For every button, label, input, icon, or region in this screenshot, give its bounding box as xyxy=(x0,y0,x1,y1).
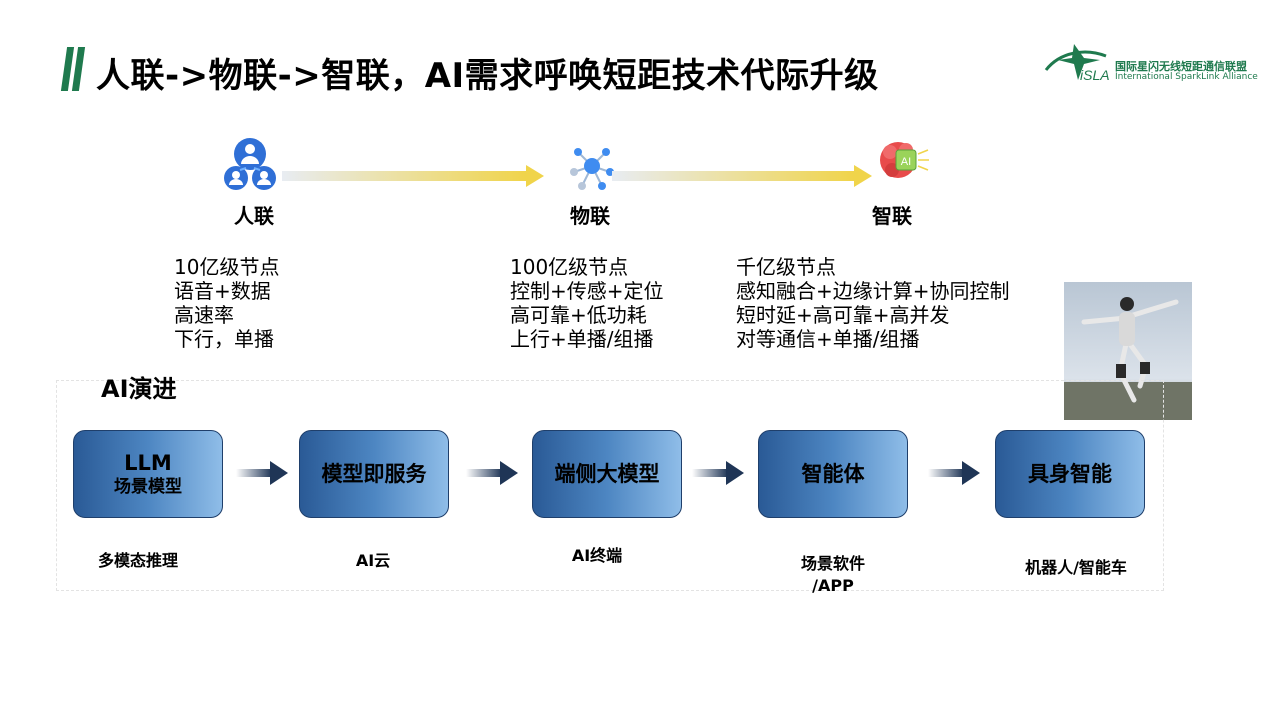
caption-line: AI云 xyxy=(355,551,391,570)
stage-label-people: 人联 xyxy=(234,204,274,228)
stage-desc-people: 10亿级节点 语音+数据 高速率 下行，单播 xyxy=(174,255,279,351)
stage-desc-iot: 100亿级节点 控制+传感+定位 高可靠+低功耗 上行+单播/组播 xyxy=(510,255,664,351)
caption-line: 场景软件 xyxy=(800,554,865,573)
stage-label-ai: 智联 xyxy=(872,204,912,228)
step-edge-model-box: 端侧大模型 xyxy=(532,430,682,518)
step-llm-line2: 场景模型 xyxy=(114,477,182,497)
step-edge-model-caption: AI终端 xyxy=(532,545,662,567)
step-embodied-caption: 机器人/智能车 xyxy=(1006,557,1146,579)
step-maas-label: 模型即服务 xyxy=(321,462,427,486)
desc-line: 千亿级节点 xyxy=(736,255,836,279)
svg-text:AI: AI xyxy=(901,156,911,168)
logo-name-en: International SparkLink Alliance xyxy=(1115,72,1258,82)
desc-line: 对等通信+单播/组播 xyxy=(736,327,920,351)
step-llm-caption: 多模态推理 xyxy=(73,550,203,572)
desc-line: 100亿级节点 xyxy=(510,255,629,279)
desc-line: 高速率 xyxy=(174,303,234,327)
desc-line: 控制+传感+定位 xyxy=(510,279,664,303)
caption-line: AI终端 xyxy=(571,546,623,565)
people-network-icon xyxy=(224,138,276,190)
desc-line: 10亿级节点 xyxy=(174,255,280,279)
step-agent-caption: 场景软件 /APP xyxy=(768,553,898,597)
flow-arrow-4 xyxy=(928,461,980,485)
caption-line: /APP xyxy=(812,576,854,595)
ai-brain-icon: AI xyxy=(880,142,929,178)
stage-label-iot: 物联 xyxy=(570,204,610,228)
step-agent-label: 智能体 xyxy=(801,462,865,486)
ai-evolution-frame xyxy=(56,380,1164,591)
ai-evolution-title: AI演进 xyxy=(101,375,177,403)
step-embodied-box: 具身智能 xyxy=(995,430,1145,518)
stage-arrow-2 xyxy=(612,165,872,187)
desc-line: 上行+单播/组播 xyxy=(510,327,654,351)
desc-line: 语音+数据 xyxy=(174,279,271,303)
desc-line: 高可靠+低功耗 xyxy=(510,303,647,327)
flow-arrow-1 xyxy=(236,461,288,485)
flow-arrow-3 xyxy=(692,461,744,485)
step-llm-box: LLM 场景模型 xyxy=(73,430,223,518)
step-agent-box: 智能体 xyxy=(758,430,908,518)
page-title: 人联->物联->智联，AI需求呼唤短距技术代际升级 xyxy=(96,56,879,96)
stage-arrow-1 xyxy=(282,165,544,187)
flow-arrow-2 xyxy=(466,461,518,485)
step-maas-caption: AI云 xyxy=(308,550,438,572)
desc-line: 下行，单播 xyxy=(174,327,274,351)
desc-line: 短时延+高可靠+高并发 xyxy=(736,303,950,327)
step-edge-model-label: 端侧大模型 xyxy=(554,462,660,486)
step-maas-box: 模型即服务 xyxy=(299,430,449,518)
iot-network-icon xyxy=(570,148,614,190)
svg-text:iSLA: iSLA xyxy=(1080,67,1110,83)
stage-desc-ai: 千亿级节点 感知融合+边缘计算+协同控制 短时延+高可靠+高并发 对等通信+单播… xyxy=(736,255,1010,351)
desc-line: 感知融合+边缘计算+协同控制 xyxy=(736,279,1010,303)
isla-logo: iSLA xyxy=(1044,44,1110,83)
title-accent-bars xyxy=(60,47,86,91)
caption-line: 机器人/智能车 xyxy=(1025,558,1127,577)
step-llm-line1: LLM xyxy=(124,451,172,475)
step-embodied-label: 具身智能 xyxy=(1028,462,1112,486)
logo-name-cn: 国际星闪无线短距通信联盟 xyxy=(1115,60,1247,73)
humanoid-robot-image xyxy=(1064,282,1192,420)
caption-line: 多模态推理 xyxy=(97,551,178,570)
